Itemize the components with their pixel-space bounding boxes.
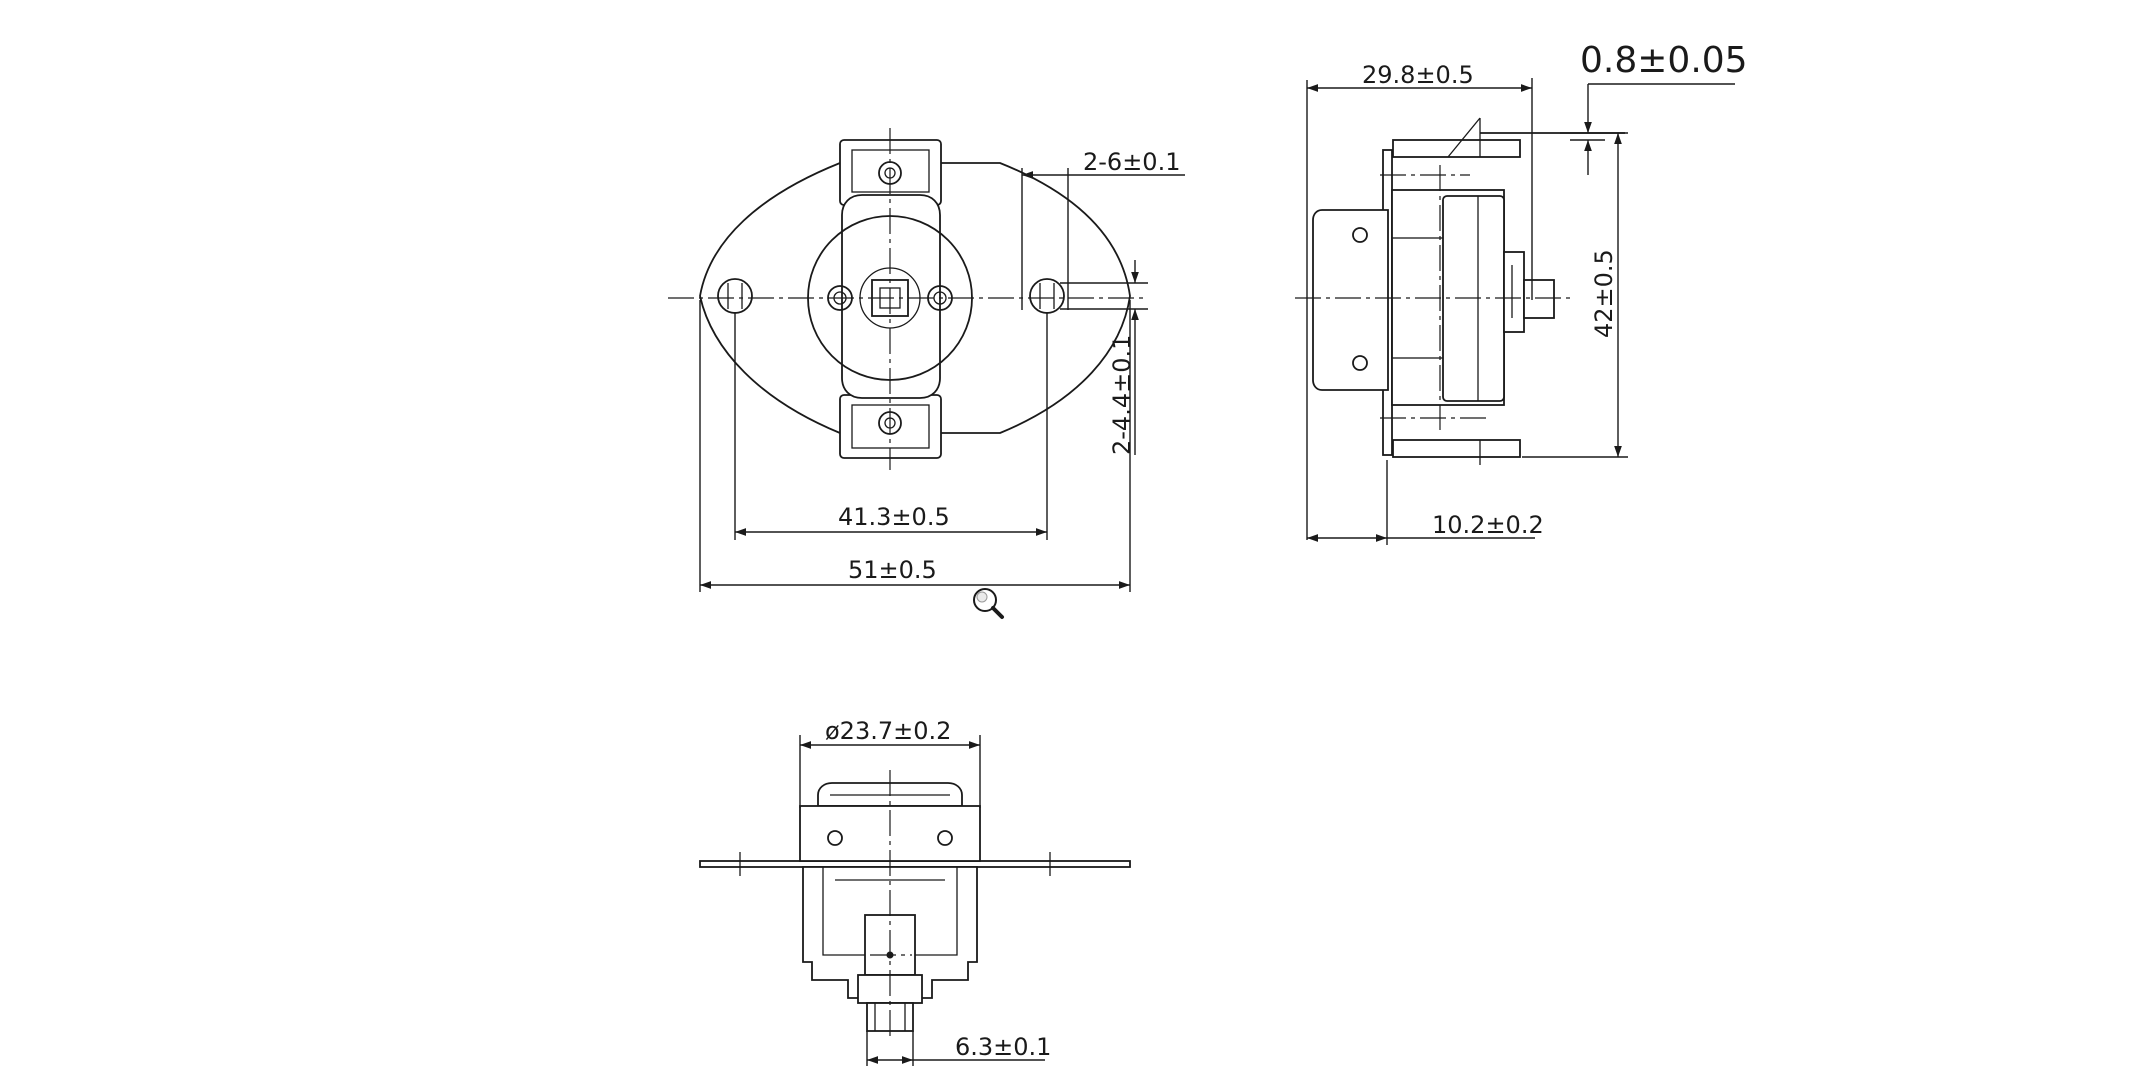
side-cap: [1312, 209, 1389, 391]
overall-height-label: 42±0.5: [1590, 249, 1618, 338]
magnifier-icon[interactable]: [973, 588, 1004, 619]
cap-diameter-label: ø23.7±0.2: [825, 717, 951, 745]
terminal-width-label: 6.3±0.1: [955, 1033, 1051, 1061]
left-mount-hole: [717, 278, 753, 314]
top-width-label: 29.8±0.5: [1362, 61, 1474, 89]
slot-dimension-label: 2-4.4±0.1: [1108, 335, 1136, 455]
side-view: [1295, 117, 1625, 465]
hole-dimension-label: 2-6±0.1: [1083, 148, 1180, 176]
overall-width-label: 51±0.5: [848, 556, 937, 584]
front-view: [668, 128, 1145, 470]
bottom-view: [699, 770, 1131, 1040]
bottom-dimensions: ø23.7±0.2 6.3±0.1: [799, 717, 1051, 1066]
thickness-label: 0.8±0.05: [1580, 40, 1748, 81]
right-mount-hole: [1029, 278, 1065, 314]
side-top-tab: [1392, 139, 1521, 158]
body-depth-label: 10.2±0.2: [1432, 511, 1544, 539]
hole-spacing-label: 41.3±0.5: [838, 503, 950, 531]
side-dimensions: 29.8±0.5 0.8±0.05 42±0.5 10.2±0.2: [1306, 40, 1748, 545]
front-dimensions: 2-6±0.1 2-4.4±0.1 41.3±0.5 51±0.5: [699, 148, 1185, 592]
flange-outline: [699, 162, 1131, 434]
side-bottom-tab: [1392, 439, 1521, 458]
